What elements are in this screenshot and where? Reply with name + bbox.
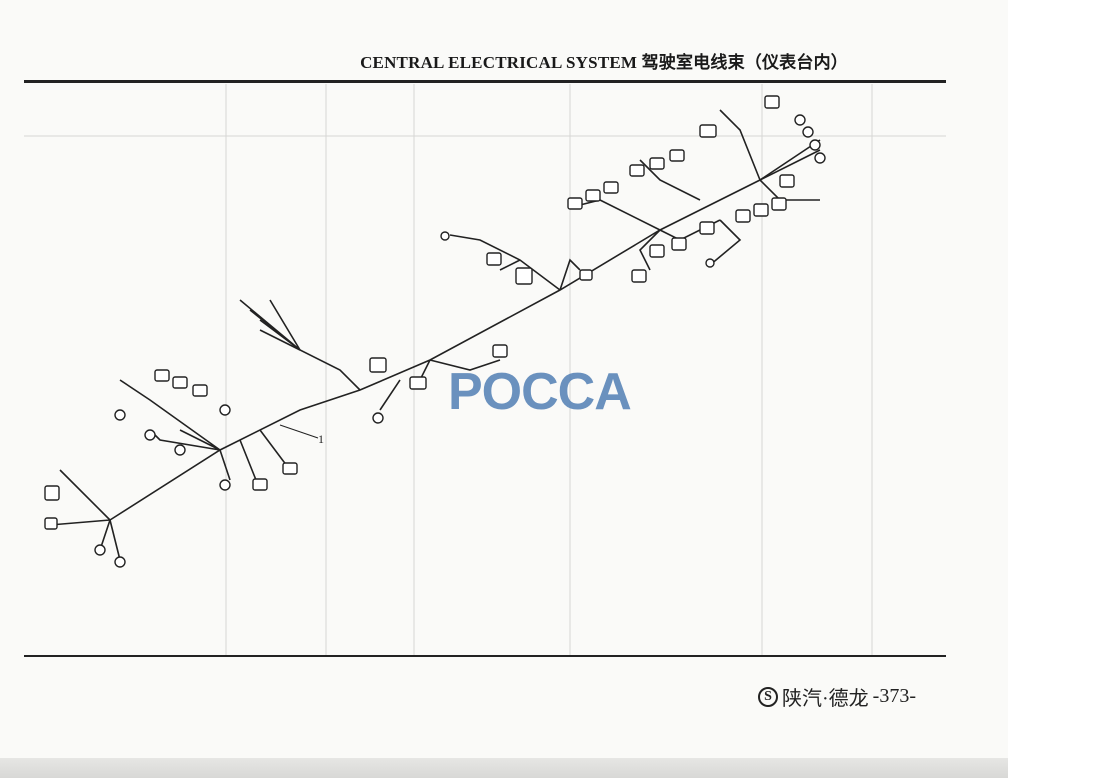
page-number: -373-	[872, 685, 916, 707]
wiring-harness-diagram	[44, 95, 826, 568]
watermark: POCCA	[448, 363, 632, 421]
document-page: CENTRAL ELECTRICAL SYSTEM 驾驶室电线束（仪表台内）	[24, 53, 946, 711]
bottom-rule	[24, 655, 946, 657]
bleed-through-table-grid	[24, 84, 946, 656]
shaanxi-logo-icon: S	[758, 686, 778, 707]
brand-name: 陕汽·德龙	[782, 688, 869, 710]
callout-label: 1	[318, 432, 324, 446]
scan-edge	[0, 758, 1008, 778]
page-title: CENTRAL ELECTRICAL SYSTEM 驾驶室电线束（仪表台内）	[360, 53, 848, 72]
scan-margin	[1008, 0, 1100, 778]
page-footer: S 陕汽·德龙 -373-	[758, 682, 916, 711]
top-rule	[24, 80, 946, 83]
